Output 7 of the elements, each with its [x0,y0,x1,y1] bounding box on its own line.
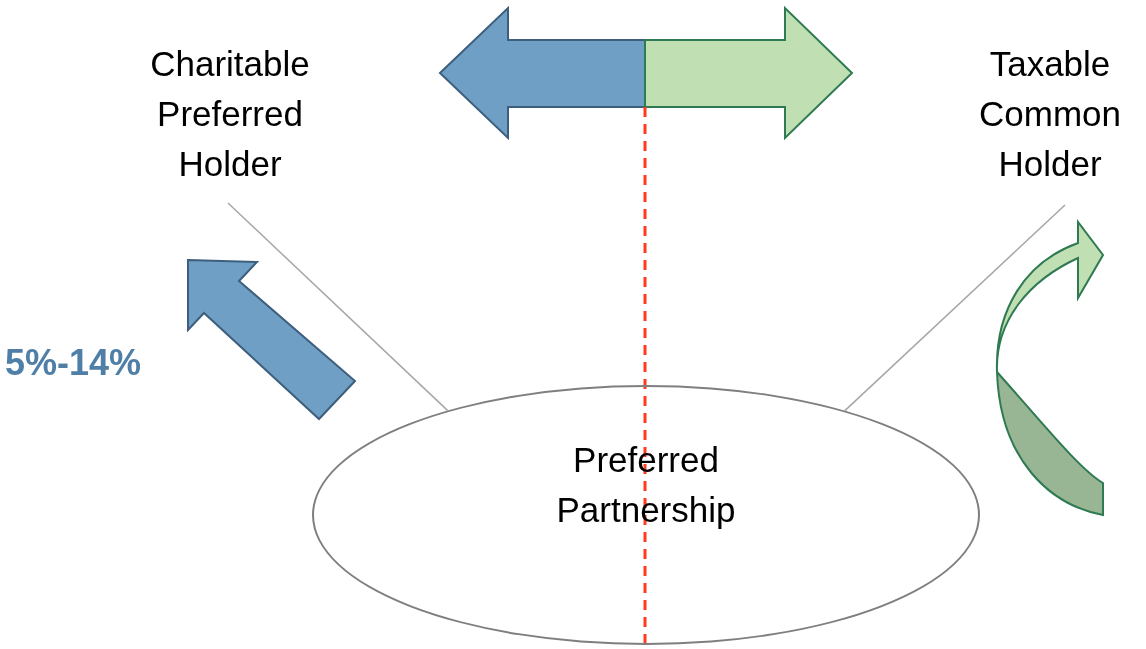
percentage-label: 5%-14% [5,342,142,384]
holder-label: Charitable Preferred Holder [149,43,311,185]
connector-line [227,202,449,412]
ellipse-label: Preferred Partnership [555,439,737,531]
ellipse-node [312,385,980,645]
connector-line [844,204,1066,412]
holder-label: Taxable Common Holder [978,43,1122,185]
